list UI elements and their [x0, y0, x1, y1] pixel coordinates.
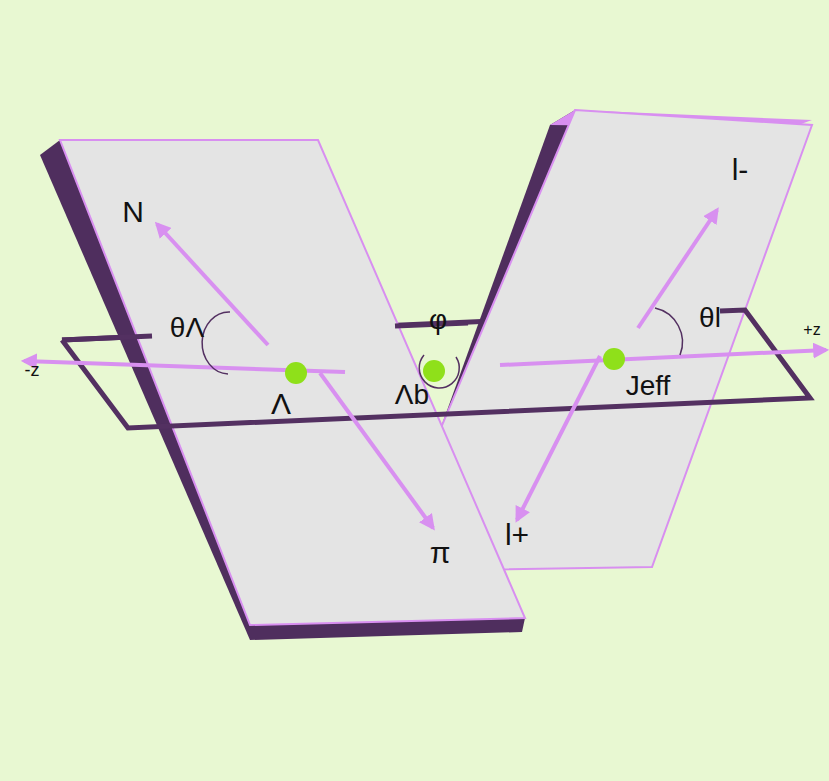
particle-label: π	[430, 538, 451, 568]
z-axis	[500, 350, 826, 365]
angle-label: φ	[429, 306, 447, 334]
particle-dot	[285, 362, 307, 384]
angle-arc	[202, 312, 230, 374]
particle-dot	[603, 348, 625, 370]
angle-arc	[655, 308, 682, 355]
frame-front	[62, 336, 152, 340]
particle-label: Λb	[395, 381, 429, 409]
hadron-plane	[60, 140, 525, 625]
particle-label: Jeff	[626, 372, 671, 400]
angle-label: θΛ	[170, 314, 204, 342]
momentum-arrow	[517, 356, 600, 520]
axis-label: +z	[803, 322, 820, 338]
particle-dot	[423, 360, 445, 382]
angle-label: θl	[699, 304, 721, 332]
particle-label: N	[122, 197, 144, 227]
lepton-plane	[440, 110, 812, 570]
momentum-arrow	[320, 373, 433, 528]
particle-label: l+	[505, 520, 529, 550]
particle-label: l-	[732, 155, 749, 185]
particle-label: Λ	[271, 389, 291, 419]
momentum-arrow	[157, 224, 268, 345]
axis-label: -z	[25, 361, 40, 379]
